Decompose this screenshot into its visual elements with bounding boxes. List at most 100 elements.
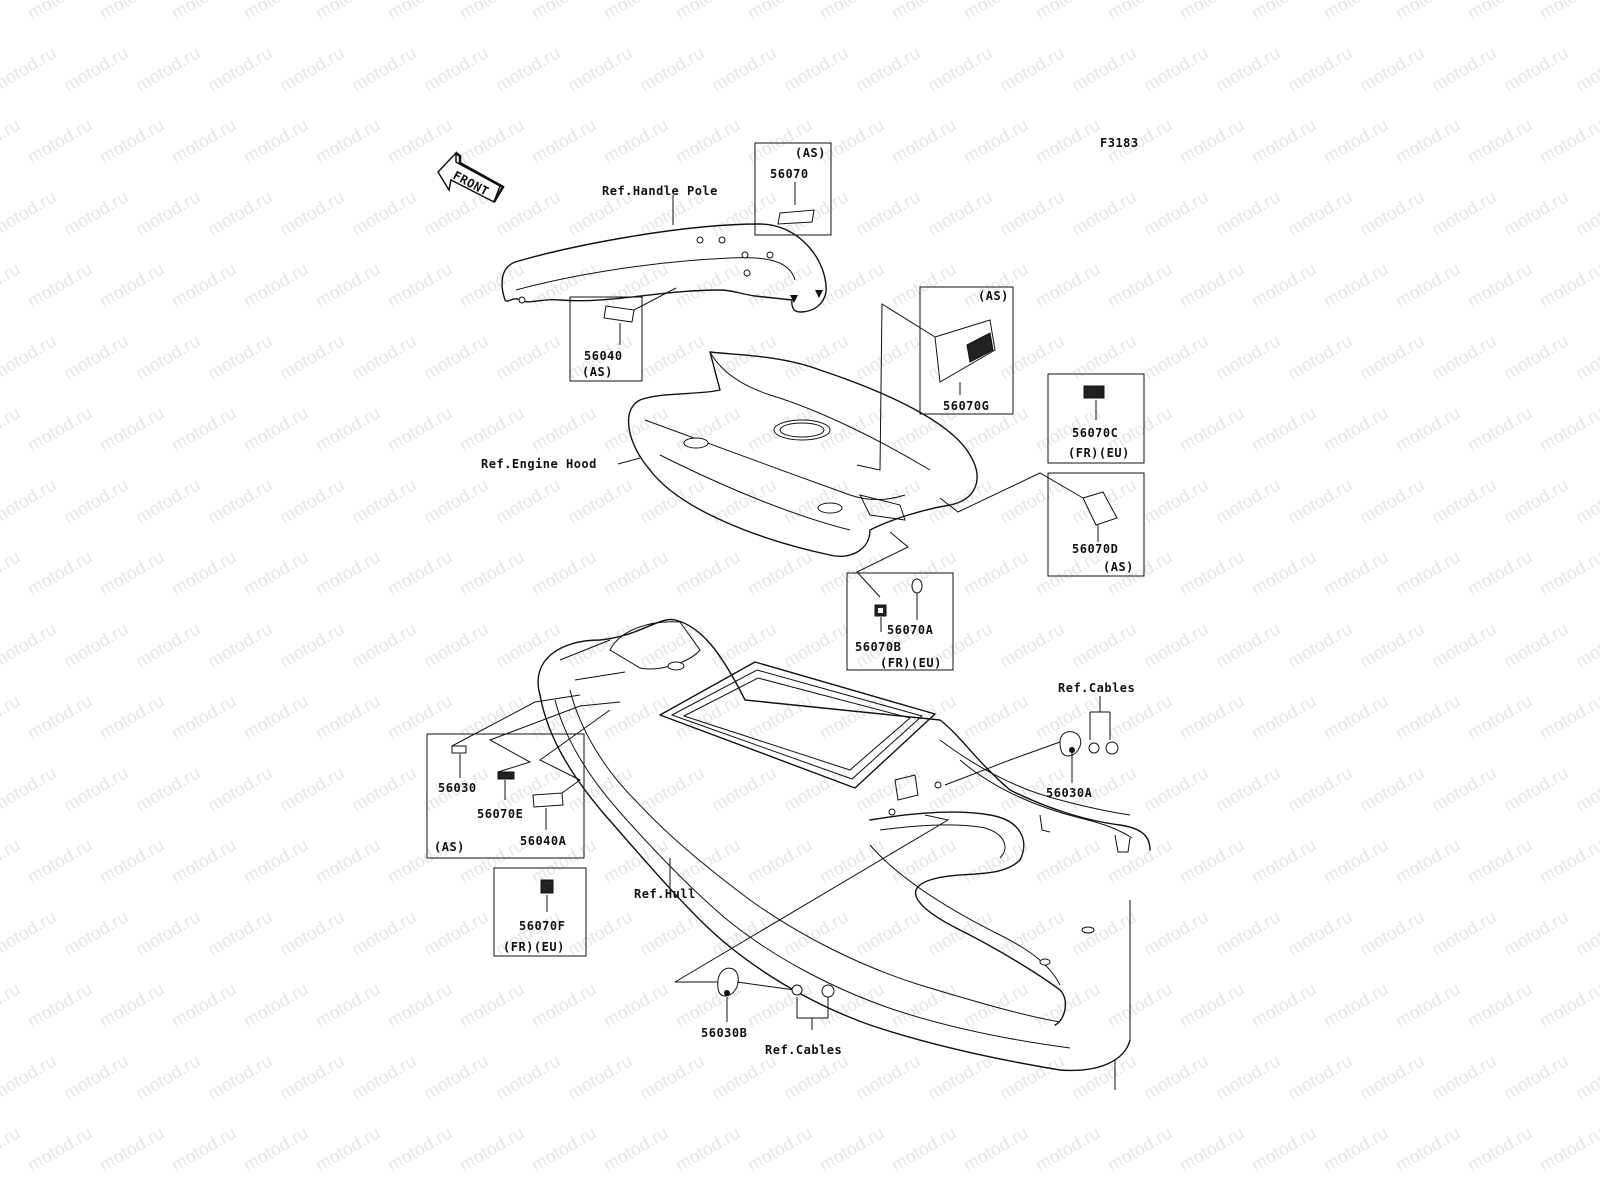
watermark-text: motod.ru [384,403,456,456]
watermark-text: motod.ru [1176,403,1248,456]
watermark-text: motod.ru [456,0,528,23]
watermark-text: motod.ru [996,187,1068,240]
watermark-text: motod.ru [1104,259,1176,312]
watermark-text: motod.ru [960,691,1032,744]
watermark-text: motod.ru [168,547,240,600]
watermark-text: motod.ru [96,259,168,312]
watermark-text: motod.ru [1176,115,1248,168]
watermark-text: motod.ru [564,619,636,672]
watermark-text: motod.ru [888,0,960,23]
watermark-text: motod.ru [780,43,852,96]
watermark-text: motod.ru [600,691,672,744]
watermark-text: motod.ru [0,0,24,23]
watermark-text: motod.ru [1104,979,1176,1032]
watermark-text: motod.ru [492,475,564,528]
watermark-text: motod.ru [1176,691,1248,744]
callout-56040: 56040 (AS) [569,287,677,382]
watermark-text: motod.ru [1464,115,1536,168]
watermark-text: motod.ru [1032,835,1104,888]
watermark-text: motod.ru [1068,43,1140,96]
callout-56070B-note: (FR)(EU) [880,656,942,670]
watermark-text: motod.ru [24,0,96,23]
watermark-text: motod.ru [0,115,24,168]
watermark-text: motod.ru [384,1123,456,1176]
watermark-text: motod.ru [204,619,276,672]
watermark-text: motod.ru [312,1123,384,1176]
watermark-text: motod.ru [240,835,312,888]
watermark-text: motod.ru [1104,1123,1176,1176]
watermark-text: motod.ru [1320,1123,1392,1176]
watermark-text: motod.ru [1284,619,1356,672]
watermark-text: motod.ru [852,763,924,816]
watermark-text: motod.ru [780,619,852,672]
watermark-text: motod.ru [1500,1051,1572,1104]
watermark-text: motod.ru [924,187,996,240]
watermark-text: motod.ru [1356,1051,1428,1104]
engine-hood-part [627,351,978,557]
watermark-text: motod.ru [1176,979,1248,1032]
watermark-text: motod.ru [1284,475,1356,528]
watermark-text: motod.ru [1104,835,1176,888]
watermark-text: motod.ru [924,1051,996,1104]
watermark-text: motod.ru [672,259,744,312]
watermark-text: motod.ru [168,259,240,312]
watermark-text: motod.ru [924,763,996,816]
watermark-text: motod.ru [384,691,456,744]
watermark-text: motod.ru [1248,1123,1320,1176]
watermark-text: motod.ru [744,979,816,1032]
ref-cables-top-label: Ref.Cables [1058,681,1135,695]
watermark-text: motod.ru [528,259,600,312]
watermark-text: motod.ru [420,907,492,960]
callout-56040A-note: (AS) [434,840,465,854]
watermark-text: motod.ru [600,115,672,168]
watermark-text: motod.ru [96,547,168,600]
watermark-text: motod.ru [168,979,240,1032]
watermark-text: motod.ru [1428,619,1500,672]
watermark-text: motod.ru [852,187,924,240]
watermark-text: motod.ru [312,547,384,600]
watermark-text: motod.ru [600,0,672,23]
watermark-text: motod.ru [312,0,384,23]
watermark-text: motod.ru [564,43,636,96]
watermark-text: motod.ru [852,331,924,384]
watermark-text: motod.ru [960,835,1032,888]
watermark-text: motod.ru [1176,1123,1248,1176]
watermark-text: motod.ru [672,403,744,456]
watermark-text: motod.ru [708,43,780,96]
watermark-text: motod.ru [384,979,456,1032]
watermark-text: motod.ru [1428,331,1500,384]
watermark-text: motod.ru [600,835,672,888]
watermark-text: motod.ru [528,691,600,744]
watermark-text: motod.ru [276,475,348,528]
watermark-text: motod.ru [1356,187,1428,240]
watermark-text: motod.ru [1500,187,1572,240]
watermark-text: motod.ru [276,43,348,96]
callout-56070G-note: (AS) [978,289,1009,303]
watermark-text: motod.ru [1140,619,1212,672]
watermark-text: motod.ru [348,763,420,816]
watermark-text: motod.ru [276,763,348,816]
watermark-text: motod.ru [168,0,240,23]
watermark-text: motod.ru [1248,0,1320,23]
watermark-text: motod.ru [1032,0,1104,23]
watermark-text: motod.ru [0,619,60,672]
watermark-text: motod.ru [384,547,456,600]
watermark-text: motod.ru [1536,0,1600,23]
watermark-text: motod.ru [960,259,1032,312]
watermark-text: motod.ru [384,115,456,168]
watermark-text: motod.ru [24,115,96,168]
watermark-text: motod.ru [60,619,132,672]
callout-56070C-part: 56070C [1072,426,1118,440]
watermark-text: motod.ru [636,763,708,816]
watermark-text: motod.ru [1572,619,1600,672]
watermark-text: motod.ru [816,835,888,888]
watermark-text: motod.ru [204,1051,276,1104]
watermark-text: motod.ru [132,763,204,816]
watermark-text: motod.ru [1068,619,1140,672]
watermark-text: motod.ru [744,1123,816,1176]
watermark-text: motod.ru [1500,331,1572,384]
callout-56070D-part: 56070D [1072,542,1118,556]
watermark-text: motod.ru [1320,403,1392,456]
ref-cables-bottom-label: Ref.Cables [765,1043,842,1057]
watermark-text: motod.ru [1536,1123,1600,1176]
